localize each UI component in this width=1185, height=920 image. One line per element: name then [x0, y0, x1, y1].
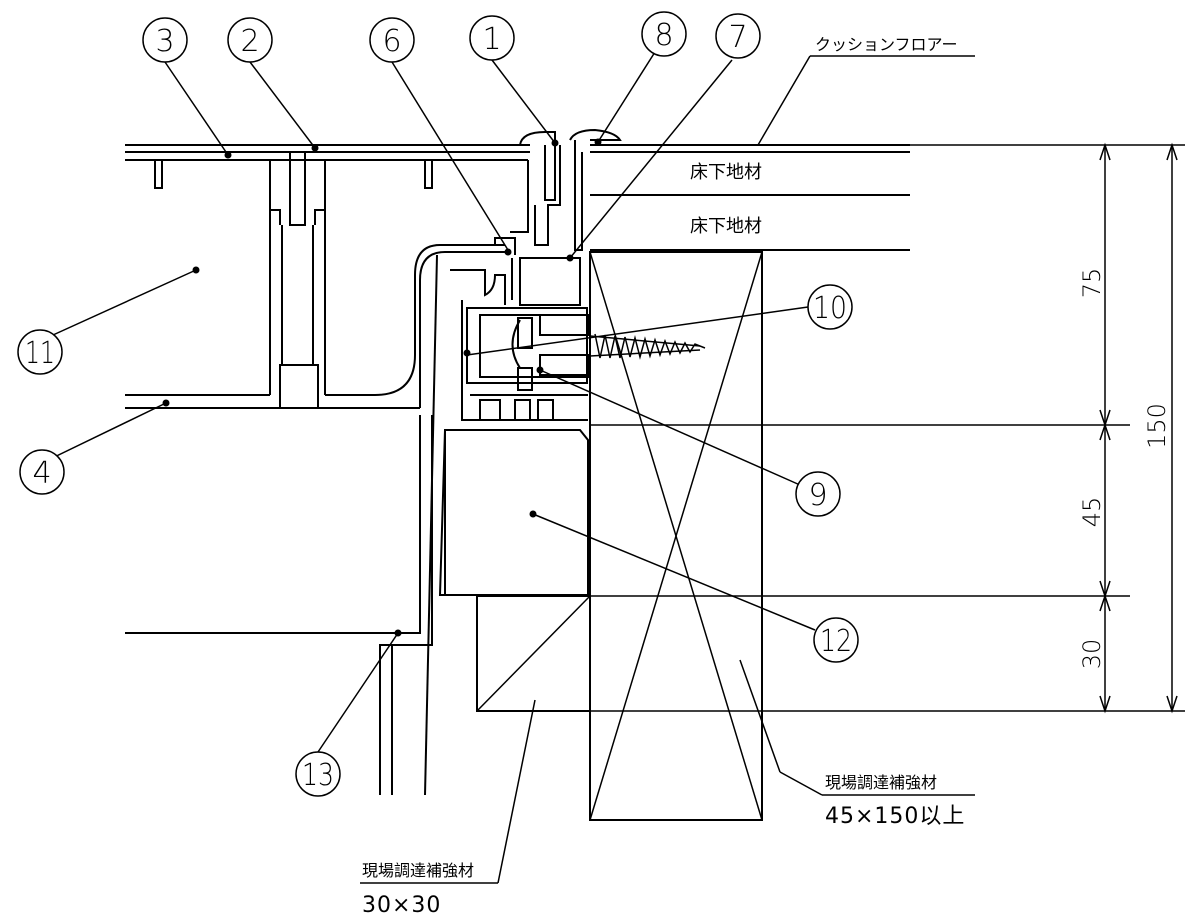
callout-8-number: 8: [654, 18, 673, 53]
callout-4-number: 4: [32, 456, 51, 491]
callout-7-number: 7: [728, 20, 747, 55]
edge-profile: [438, 128, 622, 596]
callout-10-number: 10: [813, 291, 847, 326]
wood-screw: [589, 333, 706, 360]
floor-layers: [590, 144, 910, 251]
dimension-lines: [477, 142, 1185, 714]
callout-8: 8: [641, 11, 687, 57]
callout-2-number: 2: [240, 24, 259, 59]
callout-6-number: 6: [382, 24, 401, 59]
leader-lines: [41, 51, 975, 884]
panel-section: [125, 144, 530, 796]
callout-13-number: 13: [302, 758, 334, 793]
callout-6: 6: [369, 17, 415, 63]
callout-4: 4: [19, 449, 65, 495]
reinforcement-large-label: 現場調達補強材: [825, 773, 937, 792]
callout-12-number: 12: [820, 624, 852, 659]
subfloor-label-1: 床下地材: [690, 162, 762, 183]
dimension-75: 75: [1078, 268, 1106, 299]
callout-10: 10: [807, 284, 853, 330]
callout-11: 11: [17, 329, 63, 375]
callout-12: 12: [813, 617, 859, 663]
cushion-floor-label: クッションフロアー: [815, 35, 958, 54]
callout-2: 2: [227, 17, 273, 63]
callout-1-number: 1: [482, 22, 501, 57]
dimension-30: 30: [1078, 639, 1106, 670]
leader-dots: [162, 138, 602, 637]
callout-7: 7: [715, 13, 761, 59]
callout-11-number: 11: [25, 336, 55, 371]
dimension-150: 150: [1143, 403, 1171, 449]
callout-9-number: 9: [808, 478, 827, 513]
reinforcement-timber-small: [476, 595, 591, 712]
reinforcement-small-size: 30×30: [362, 893, 441, 918]
subfloor-label-2: 床下地材: [690, 216, 762, 237]
reinforcement-small-label: 現場調達補強材: [362, 861, 474, 880]
callout-3-number: 3: [155, 24, 174, 59]
callout-13: 13: [295, 751, 341, 797]
callout-3: 3: [142, 17, 188, 63]
dimension-45: 45: [1078, 497, 1106, 528]
reinforcement-timber-large: [589, 251, 763, 821]
callout-9: 9: [795, 471, 841, 517]
reinforcement-large-size: 45×150以上: [825, 804, 965, 829]
callout-1: 1: [469, 15, 515, 61]
